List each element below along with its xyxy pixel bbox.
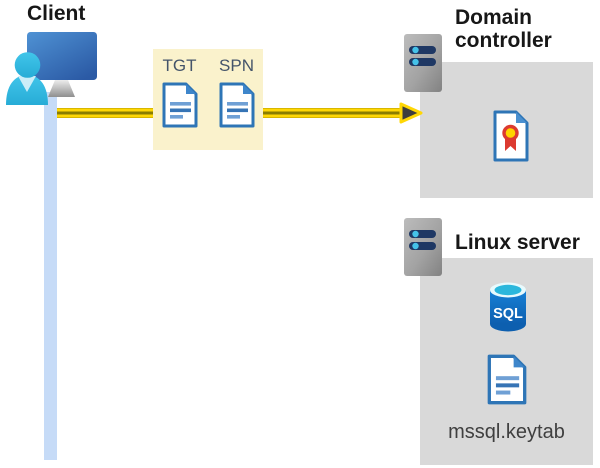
- person-head: [14, 52, 41, 78]
- auth-arrow-shaft-right: [263, 108, 401, 118]
- spn-document-icon: [218, 82, 256, 128]
- monitor-icon: [27, 32, 97, 80]
- keytab-label: mssql.keytab: [448, 421, 565, 443]
- person-collar: [18, 76, 36, 92]
- client-timeline-line: [44, 92, 57, 460]
- sql-icon-label: SQL: [493, 306, 523, 322]
- linux-server-icon: [403, 217, 443, 277]
- auth-arrow-head-icon: [399, 102, 423, 124]
- sql-database-icon: SQL: [490, 282, 526, 332]
- domain-controller-server-icon: [403, 33, 443, 93]
- tgt-document-icon: [161, 82, 199, 128]
- client-label: Client: [27, 2, 86, 25]
- auth-arrow-shaft-left: [57, 108, 153, 118]
- domain-controller-title: Domain controller: [455, 6, 552, 52]
- ticket-box: TGT SPN: [153, 49, 263, 150]
- tgt-ticket: TGT: [161, 56, 199, 150]
- spn-ticket: SPN: [218, 56, 256, 150]
- keytab-document-icon: [486, 354, 528, 405]
- spn-label: SPN: [219, 56, 254, 75]
- tgt-label: TGT: [162, 56, 197, 75]
- certificate-icon: [493, 110, 529, 162]
- linux-server-title: Linux server: [455, 231, 580, 254]
- monitor-stand: [48, 80, 75, 97]
- client-icon: [6, 32, 97, 105]
